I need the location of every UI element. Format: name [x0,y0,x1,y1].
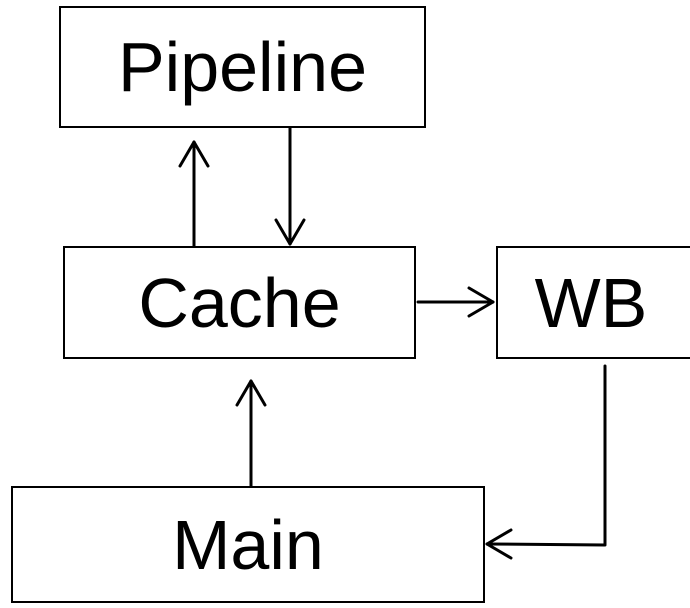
edge-main-to-cache [235,379,267,488]
main-memory-block: Main [11,486,485,603]
cache-label: Cache [138,263,341,342]
main-label: Main [172,505,324,584]
cache-block: Cache [63,246,416,359]
edge-wb-to-main [485,364,607,560]
edge-pipeline-to-cache [274,126,306,246]
pipeline-label: Pipeline [117,28,368,106]
edge-cache-to-wb [416,286,495,318]
write-buffer-block: WB [496,246,690,359]
wb-label: WB [534,263,648,342]
edge-cache-to-pipeline [178,140,210,248]
pipeline-block: Pipeline [59,6,426,128]
